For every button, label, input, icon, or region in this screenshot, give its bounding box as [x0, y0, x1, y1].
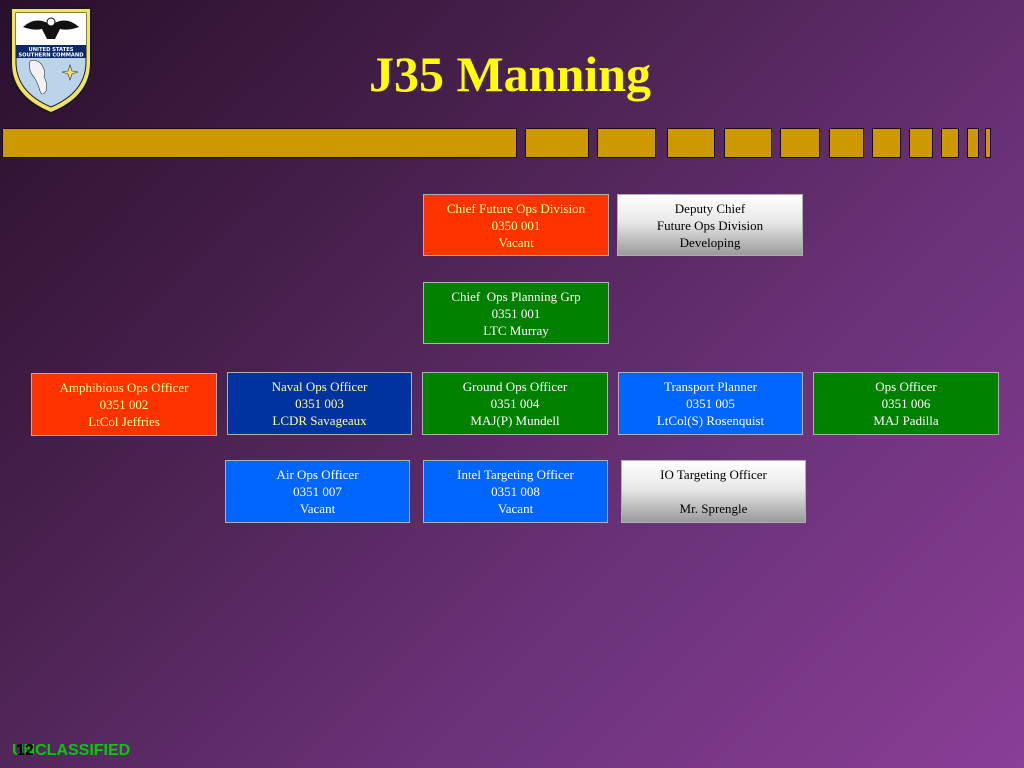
bar-segment	[985, 128, 991, 158]
chief-future-ops-box: Chief Future Ops Division 0350 001 Vacan…	[423, 194, 609, 256]
position-title: IO Targeting Officer	[660, 467, 767, 482]
position-title: Ground Ops Officer	[462, 379, 568, 394]
deputy-chief-box: Deputy Chief Future Ops Division Develop…	[617, 194, 803, 256]
bar-segment	[2, 128, 517, 158]
bar-segment	[780, 128, 820, 158]
position-code: 0350 001	[491, 217, 541, 233]
bar-segment	[724, 128, 772, 158]
bar-segment	[667, 128, 715, 158]
classification-label: UNCLASSIFIED	[12, 742, 131, 759]
position-title: Transport Planner	[663, 379, 758, 394]
ops-officer-box: Ops Officer 0351 006 MAJ Padilla	[813, 372, 999, 435]
position-holder: Vacant	[299, 501, 336, 516]
position-holder: LtCol Jeffries	[88, 414, 160, 429]
seal-text-line2: SOUTHERN COMMAND	[18, 53, 84, 59]
position-code: 0351 004	[490, 396, 540, 411]
position-code: 0351 001	[491, 305, 541, 321]
position-code: 0351 003	[295, 396, 344, 411]
position-holder: LCDR Savageaux	[272, 413, 367, 428]
bar-segment	[872, 128, 901, 158]
ground-ops-box: Ground Ops Officer 0351 004 MAJ(P) Munde…	[422, 372, 608, 435]
position-code: 0351 002	[99, 397, 149, 412]
bar-segment	[829, 128, 864, 158]
bar-segment	[909, 128, 933, 158]
position-division: Future Ops Division	[656, 217, 764, 233]
naval-ops-box: Naval Ops Officer 0351 003 LCDR Savageau…	[227, 372, 412, 435]
position-holder: Vacant	[498, 234, 534, 250]
bar-segment	[941, 128, 959, 158]
position-title: Amphibious Ops Officer	[59, 380, 189, 395]
position-title: Chief Ops Planning Grp	[451, 288, 581, 304]
position-holder: LTC Murray	[483, 322, 549, 338]
position-title: Intel Targeting Officer	[457, 467, 574, 482]
position-code: 0351 008	[491, 484, 540, 499]
position-status: Developing	[679, 234, 741, 250]
position-code	[622, 483, 805, 500]
southcom-seal-icon: UNITED STATES SOUTHERN COMMAND	[10, 7, 92, 115]
chief-ops-planning-box: Chief Ops Planning Grp 0351 001 LTC Murr…	[423, 282, 609, 344]
position-code: 0351 005	[686, 396, 735, 411]
position-holder: MAJ Padilla	[873, 413, 939, 428]
position-title: Chief Future Ops Division	[446, 200, 586, 216]
bar-segment	[967, 128, 979, 158]
intel-targeting-box: Intel Targeting Officer 0351 008 Vacant	[423, 460, 608, 523]
bar-segment	[525, 128, 589, 158]
bar-segment	[597, 128, 656, 158]
position-title: Air Ops Officer	[276, 467, 359, 482]
position-code: 0351 007	[293, 484, 342, 499]
position-holder: LtCol(S) Rosenquist	[656, 413, 765, 428]
amphibious-ops-box: Amphibious Ops Officer 0351 002 LtCol Je…	[31, 373, 217, 436]
position-holder: Vacant	[497, 501, 534, 516]
air-ops-box: Air Ops Officer 0351 007 Vacant	[225, 460, 410, 523]
page-number: 12	[16, 742, 34, 759]
position-title: Deputy Chief	[674, 200, 746, 216]
slide-title-text: J35 Manning	[368, 46, 651, 102]
position-code: 0351 006	[881, 396, 931, 411]
position-holder: Mr. Sprengle	[679, 501, 748, 516]
io-targeting-box: IO Targeting Officer Mr. Sprengle	[621, 460, 806, 523]
seal-text-line1: UNITED STATES	[29, 47, 74, 53]
transport-planner-box: Transport Planner 0351 005 LtCol(S) Rose…	[618, 372, 803, 435]
position-title: Naval Ops Officer	[271, 379, 368, 394]
position-title: Ops Officer	[875, 379, 937, 394]
position-holder: MAJ(P) Mundell	[470, 413, 560, 428]
